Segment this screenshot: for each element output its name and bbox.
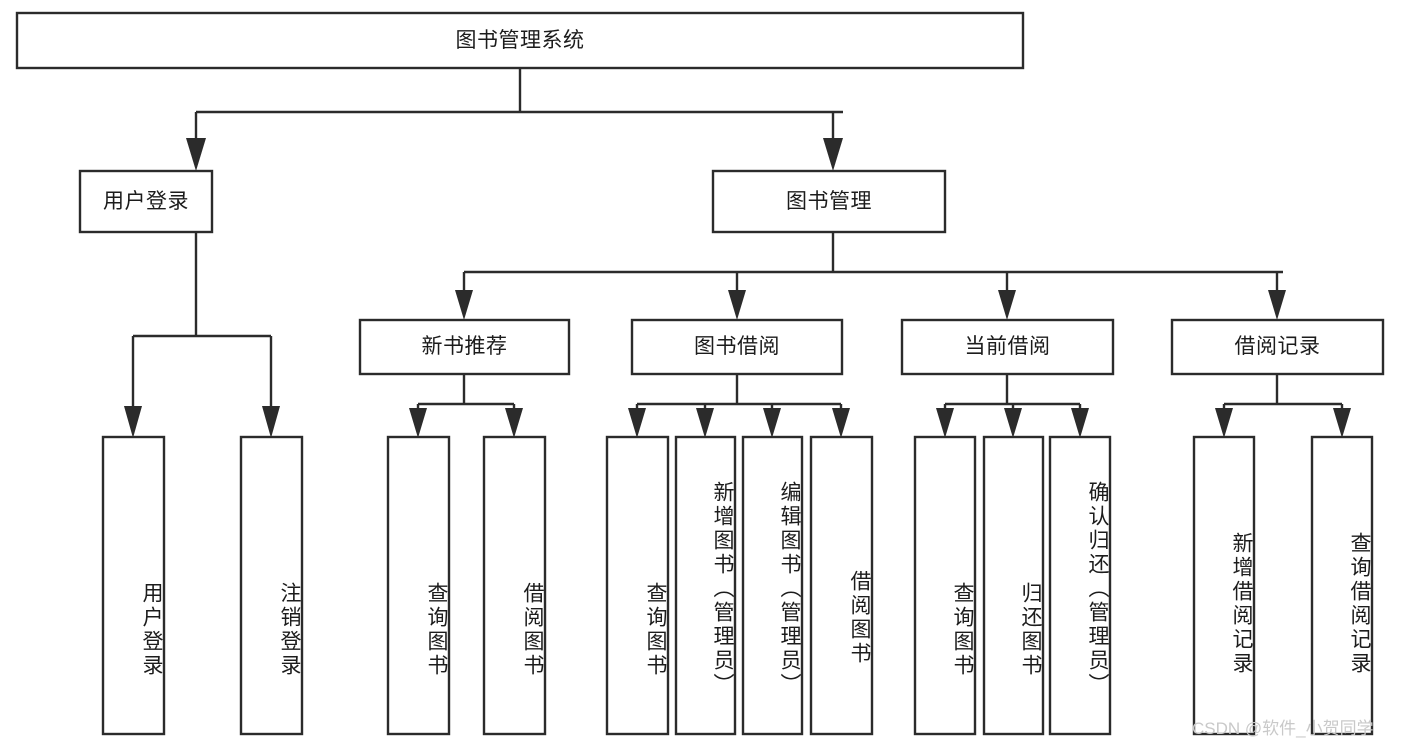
node-box-leaf-user-login[interactable] xyxy=(101,435,166,736)
arrow-head-leaf-confirm-return xyxy=(1071,408,1089,438)
node-box-leaf-query-book-1[interactable] xyxy=(386,435,451,736)
arrow-head-book-borrow xyxy=(728,290,746,320)
node-box-new-book-recommend[interactable] xyxy=(358,318,571,376)
csdn-watermark: CSDN @软件_小贺同学 xyxy=(1192,719,1374,738)
arrow-head-borrow-record xyxy=(1268,290,1286,320)
arrow-head-leaf-query-book-2 xyxy=(628,408,646,438)
node-box-leaf-add-book[interactable] xyxy=(674,435,737,736)
node-box-leaf-user-logout[interactable] xyxy=(239,435,304,736)
node-box-leaf-query-book-3[interactable] xyxy=(913,435,977,736)
node-box-leaf-borrow-book-1[interactable] xyxy=(482,435,547,736)
node-box-leaf-confirm-return[interactable] xyxy=(1048,435,1112,736)
arrow-head-leaf-query-book-3 xyxy=(936,408,954,438)
connector-group-borrow-record xyxy=(1215,374,1351,438)
connector-group-current-borrow xyxy=(936,374,1089,438)
node-box-book-borrow[interactable] xyxy=(630,318,844,376)
arrow-head-user-login xyxy=(186,138,206,171)
arrow-head-leaf-add-record xyxy=(1215,408,1233,438)
arrow-head-leaf-borrow-book-1 xyxy=(505,408,523,438)
arrow-head-current-borrow xyxy=(998,290,1016,320)
arrow-head-leaf-user-logout xyxy=(262,406,280,438)
node-box-leaf-return-book[interactable] xyxy=(982,435,1045,736)
node-box-user-login[interactable] xyxy=(78,169,214,234)
arrow-head-leaf-borrow-book-2 xyxy=(832,408,850,438)
node-box-borrow-record[interactable] xyxy=(1170,318,1385,376)
arrow-head-book-manage xyxy=(823,138,843,171)
connector-group-root xyxy=(186,68,843,171)
connector-group-new-book-recommend xyxy=(409,374,523,438)
arrow-head-leaf-query-book-1 xyxy=(409,408,427,438)
connector-group-book-manage xyxy=(455,232,1286,320)
node-box-leaf-query-book-2[interactable] xyxy=(605,435,670,736)
arrow-head-leaf-edit-book xyxy=(763,408,781,438)
connector-group-book-borrow xyxy=(628,374,850,438)
node-box-book-manage[interactable] xyxy=(711,169,947,234)
node-box-leaf-add-record[interactable] xyxy=(1192,435,1256,736)
arrow-head-new-book-recommend xyxy=(455,290,473,320)
node-box-leaf-borrow-book-2[interactable] xyxy=(809,435,874,736)
node-box-leaf-edit-book[interactable] xyxy=(741,435,804,736)
arrow-head-leaf-query-record xyxy=(1333,408,1351,438)
node-box-leaf-query-record[interactable] xyxy=(1310,435,1374,736)
arrow-head-leaf-user-login xyxy=(124,406,142,438)
arrow-head-leaf-return-book xyxy=(1004,408,1022,438)
arrow-head-leaf-add-book xyxy=(696,408,714,438)
connector-group-user-login xyxy=(124,232,280,438)
node-box-current-borrow[interactable] xyxy=(900,318,1115,376)
node-box-root[interactable] xyxy=(15,11,1025,70)
